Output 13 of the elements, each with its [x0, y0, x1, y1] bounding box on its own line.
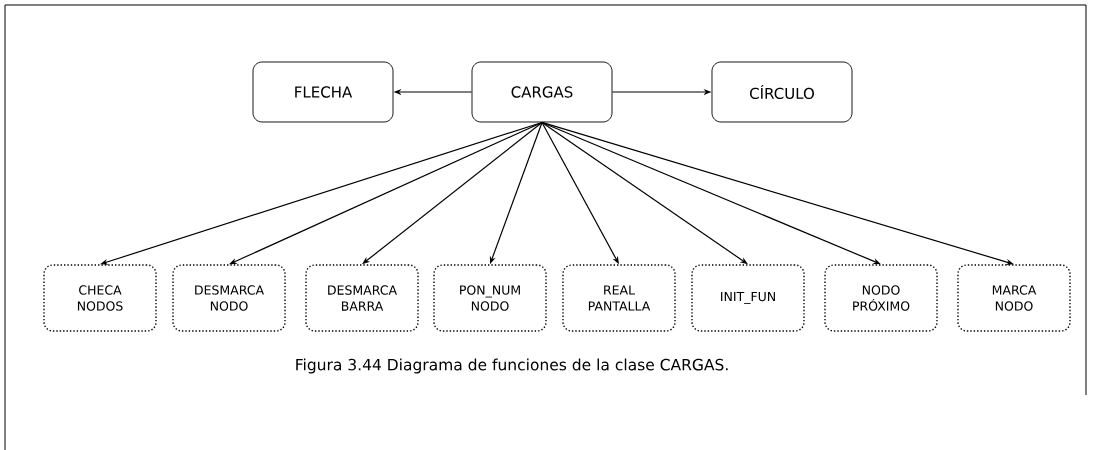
- function-box: REAL PANTALLA: [562, 264, 676, 332]
- function-box: DESMARCA NODO: [172, 264, 286, 332]
- caption: Figura 3.44 Diagrama de funciones de la clase CARGAS.: [296, 358, 728, 374]
- function-box: DESMARCA BARRA: [305, 264, 419, 332]
- class-box: CÍRCULO: [711, 61, 853, 123]
- function-box: PON_NUM NODO: [433, 264, 547, 332]
- class-box: CARGAS: [471, 61, 613, 123]
- function-box: NODO PRÓXIMO: [824, 264, 938, 332]
- class-box: FLECHA: [252, 61, 394, 123]
- function-box: MARCA NODO: [957, 264, 1071, 332]
- function-box: CHECA NODOS: [43, 264, 157, 332]
- function-box: INIT_FUN: [691, 264, 805, 332]
- arrow: [229, 121, 543, 265]
